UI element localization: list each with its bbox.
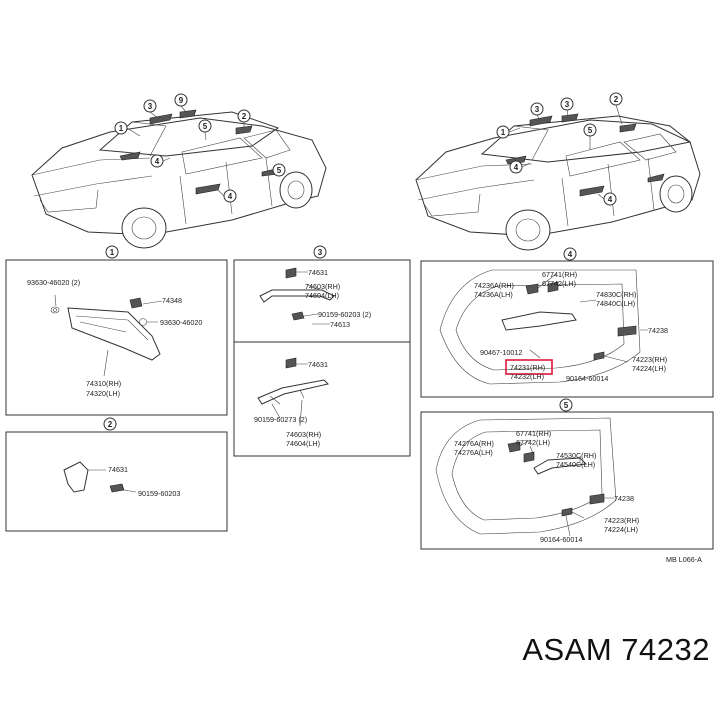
callout-5: 5 (198, 119, 212, 133)
part-90164-60014: 90164-60014 (540, 535, 582, 544)
part-74224-lh: 74224(LH) (604, 525, 638, 534)
part-93630-46020-2: 93630-46020 (2) (27, 278, 80, 287)
panel-3b: 74631 90159-60273 (2) 74603(RH) 74604(LH… (233, 341, 411, 457)
part-74613: 74613 (330, 320, 350, 329)
part-67742-lh: 67742(LH) (542, 279, 576, 288)
panel-1: 1 93630-46020 (2) 74348 93630-46020 7431… (5, 245, 228, 416)
svg-text:5: 5 (588, 126, 593, 135)
part-74631: 74631 (308, 360, 328, 369)
svg-text:4: 4 (155, 157, 160, 166)
part-74223-rh: 74223(RH) (632, 355, 667, 364)
diagram-ref-code: MB L066-A (666, 555, 702, 564)
part-number-caption: ASAM 74232 (522, 632, 710, 667)
svg-text:1: 1 (119, 124, 124, 133)
wagon-callouts: 3 3 2 1 5 4 4 (496, 92, 623, 206)
part-74840c-lh: 74840C(LH) (596, 299, 635, 308)
part-74830c-rh: 74830C(RH) (596, 290, 636, 299)
part-74238: 74238 (648, 326, 668, 335)
part-74231-rh: 74231(RH) (510, 363, 545, 372)
svg-text:3: 3 (148, 102, 153, 111)
callout-3: 3 (143, 99, 157, 113)
part-74604-lh: 74604(LH) (286, 439, 320, 448)
part-90159-60273-2: 90159-60273 (2) (254, 415, 307, 424)
part-74236a-lh: 74236A(LH) (474, 290, 513, 299)
callout-3: 3 (560, 97, 574, 111)
part-74223-rh: 74223(RH) (604, 516, 639, 525)
wagon-illustration (415, 113, 701, 251)
svg-text:2: 2 (614, 95, 619, 104)
panel-5-number: 5 (564, 401, 569, 410)
panel-1-number: 1 (110, 248, 115, 257)
callout-4: 4 (223, 189, 237, 203)
panel-2: 2 74631 90159-60203 (5, 417, 228, 532)
part-90164-60014: 90164-60014 (566, 374, 608, 383)
callout-3: 3 (530, 102, 544, 116)
part-74631: 74631 (108, 465, 128, 474)
panel-4-number: 4 (568, 250, 573, 259)
callout-2: 2 (237, 109, 251, 123)
svg-text:4: 4 (228, 192, 233, 201)
svg-text:5: 5 (203, 122, 208, 131)
svg-text:2: 2 (242, 112, 247, 121)
callout-4: 4 (150, 154, 164, 168)
part-74603-rh: 74603(RH) (286, 430, 321, 439)
callout-4: 4 (603, 192, 617, 206)
highlight-74232 (505, 359, 553, 375)
part-74631: 74631 (308, 268, 328, 277)
part-74530c-rh: 74530C(RH) (556, 451, 596, 460)
part-93630-46020: 93630-46020 (160, 318, 202, 327)
callout-1: 1 (496, 125, 510, 139)
sedan-illustration (31, 109, 327, 249)
part-67742-lh: 67742(LH) (516, 438, 550, 447)
part-74603-rh: 74603(RH) (305, 282, 340, 291)
callout-1: 1 (114, 121, 128, 135)
part-74276a-rh: 74276A(RH) (454, 439, 494, 448)
part-74310-rh: 74310(RH) (86, 379, 121, 388)
svg-text:9: 9 (179, 96, 184, 105)
svg-text:4: 4 (514, 163, 519, 172)
part-74348: 74348 (162, 296, 182, 305)
part-90159-60203-2: 90159-60203 (2) (318, 310, 371, 319)
sedan-callouts: 3 9 1 5 2 4 4 5 (114, 93, 286, 203)
svg-text:4: 4 (608, 195, 613, 204)
part-74320-lh: 74320(LH) (86, 389, 120, 398)
callout-9: 9 (174, 93, 188, 107)
part-90467-10012: 90467-10012 (480, 348, 522, 357)
part-74232-lh: 74232(LH) (510, 372, 544, 381)
part-74540c-lh: 74540C(LH) (556, 460, 595, 469)
part-74238: 74238 (614, 494, 634, 503)
part-90159-60203: 90159-60203 (138, 489, 180, 498)
panel-3a: 3 74631 74603(RH) 74604(LH) 90159-60203 … (233, 245, 411, 343)
panel-5: 5 67741(RH) 67742(LH) 74276A(RH) 74276A(… (420, 398, 714, 550)
panel-4: 4 67741(RH) 67742(LH) 74236A(RH) 74236A(… (420, 247, 714, 398)
svg-text:3: 3 (535, 105, 540, 114)
svg-text:5: 5 (277, 166, 282, 175)
part-67741-rh: 67741(RH) (542, 270, 577, 279)
svg-text:3: 3 (565, 100, 570, 109)
part-74224-lh: 74224(LH) (632, 364, 666, 373)
part-74276a-lh: 74276A(LH) (454, 448, 493, 457)
panel-3-number: 3 (318, 248, 323, 257)
callout-4: 4 (509, 160, 523, 174)
callout-5: 5 (272, 163, 286, 177)
part-74236a-rh: 74236A(RH) (474, 281, 514, 290)
callout-5: 5 (583, 123, 597, 137)
callout-2: 2 (609, 92, 623, 106)
panel-2-number: 2 (108, 420, 113, 429)
part-74604-lh: 74604(LH) (305, 291, 339, 300)
svg-text:1: 1 (501, 128, 506, 137)
part-67741-rh: 67741(RH) (516, 429, 551, 438)
